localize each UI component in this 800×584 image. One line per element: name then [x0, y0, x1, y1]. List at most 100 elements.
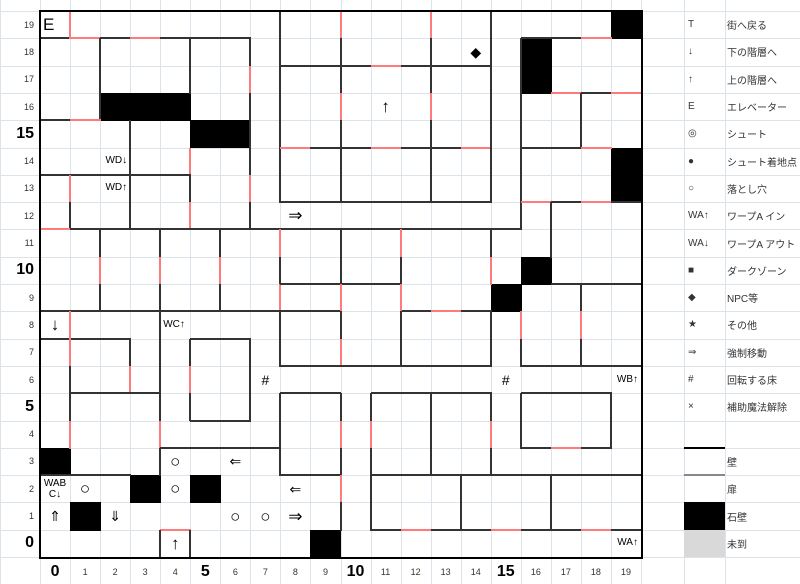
- wall: [280, 201, 492, 204]
- door[interactable]: [339, 475, 342, 504]
- legend-label: 落とし穴: [727, 184, 767, 196]
- door[interactable]: [70, 119, 102, 122]
- door[interactable]: [580, 528, 612, 531]
- door[interactable]: [339, 11, 342, 40]
- gridline-v: [641, 0, 642, 584]
- gridline-v: [190, 0, 192, 584]
- door[interactable]: [189, 202, 192, 231]
- door[interactable]: [550, 91, 582, 94]
- wall: [550, 283, 642, 285]
- wall: [339, 229, 342, 285]
- legend-label: NPC等: [727, 294, 759, 306]
- gridline-v: [610, 0, 612, 584]
- door[interactable]: [219, 256, 222, 285]
- door[interactable]: [580, 146, 612, 149]
- door[interactable]: [69, 420, 72, 449]
- door[interactable]: [69, 174, 72, 204]
- wall: [70, 392, 162, 395]
- door[interactable]: [519, 311, 522, 340]
- wall: [159, 529, 162, 558]
- door[interactable]: [279, 284, 282, 313]
- map-marker: ↑: [170, 533, 180, 553]
- door[interactable]: [69, 311, 72, 367]
- row-label: 12: [23, 210, 34, 221]
- door[interactable]: [399, 284, 402, 313]
- door[interactable]: [460, 146, 492, 149]
- wall: [399, 311, 402, 367]
- wall: [40, 474, 132, 477]
- legend-symbol: ●: [688, 155, 695, 167]
- door[interactable]: [339, 284, 342, 313]
- wall: [249, 38, 252, 67]
- door[interactable]: [550, 446, 582, 449]
- wall: [159, 284, 162, 313]
- wall: [249, 92, 252, 176]
- door[interactable]: [370, 64, 402, 67]
- wall: [159, 229, 162, 258]
- row-label: 1: [28, 511, 34, 522]
- door[interactable]: [189, 147, 192, 176]
- door[interactable]: [339, 92, 342, 122]
- row-label: 4: [28, 429, 34, 440]
- legend-label: ワープA アウト: [727, 239, 796, 251]
- wall: [339, 447, 342, 477]
- door[interactable]: [399, 229, 402, 258]
- door[interactable]: [429, 11, 432, 40]
- wall: [40, 310, 342, 313]
- door[interactable]: [279, 229, 282, 258]
- map-marker: ⇓: [109, 508, 121, 525]
- stone-wall-block: [130, 475, 162, 504]
- row-label: 0: [25, 534, 34, 552]
- wall: [40, 337, 132, 340]
- door[interactable]: [160, 528, 192, 531]
- legend-label: 未到: [727, 539, 747, 551]
- door[interactable]: [40, 228, 72, 231]
- legend-label: 下の階層へ: [727, 48, 777, 60]
- legend-label: 回転する床: [727, 376, 777, 388]
- legend-symbol: ■: [688, 264, 695, 276]
- door[interactable]: [429, 92, 432, 122]
- wall: [489, 447, 492, 477]
- door[interactable]: [610, 91, 642, 94]
- door[interactable]: [369, 420, 372, 449]
- door[interactable]: [580, 201, 612, 204]
- column-label: 16: [530, 566, 541, 577]
- stone-wall-block: [520, 256, 552, 285]
- legend-symbol: ↓: [688, 46, 693, 58]
- gridline-v: [430, 0, 432, 584]
- legend-label: シュート: [727, 130, 767, 142]
- column-label: 10: [346, 562, 365, 580]
- door[interactable]: [430, 310, 462, 313]
- door[interactable]: [280, 146, 312, 149]
- door[interactable]: [579, 311, 582, 340]
- door[interactable]: [339, 420, 342, 449]
- wall: [489, 11, 492, 204]
- door[interactable]: [69, 11, 72, 40]
- door[interactable]: [339, 338, 342, 367]
- door[interactable]: [489, 420, 492, 449]
- map-marker: WD↑: [105, 182, 128, 194]
- column-label: 1: [82, 566, 88, 577]
- door[interactable]: [249, 174, 252, 204]
- door[interactable]: [189, 365, 192, 395]
- wall: [129, 338, 132, 367]
- door[interactable]: [520, 201, 552, 204]
- door[interactable]: [99, 256, 102, 285]
- door[interactable]: [370, 146, 402, 149]
- door[interactable]: [249, 65, 252, 94]
- door[interactable]: [159, 256, 162, 285]
- wall: [399, 256, 402, 285]
- map-marker: ⇒: [288, 206, 303, 226]
- legend-symbol: E: [688, 101, 695, 113]
- door[interactable]: [70, 37, 102, 40]
- door[interactable]: [580, 37, 612, 40]
- door[interactable]: [490, 528, 522, 531]
- door[interactable]: [400, 528, 432, 531]
- stone-wall-block: [490, 284, 522, 313]
- door[interactable]: [129, 365, 132, 395]
- wall: [190, 419, 252, 422]
- stone-wall-block: [100, 92, 192, 122]
- door[interactable]: [130, 37, 162, 40]
- door[interactable]: [159, 420, 162, 449]
- door[interactable]: [489, 256, 492, 285]
